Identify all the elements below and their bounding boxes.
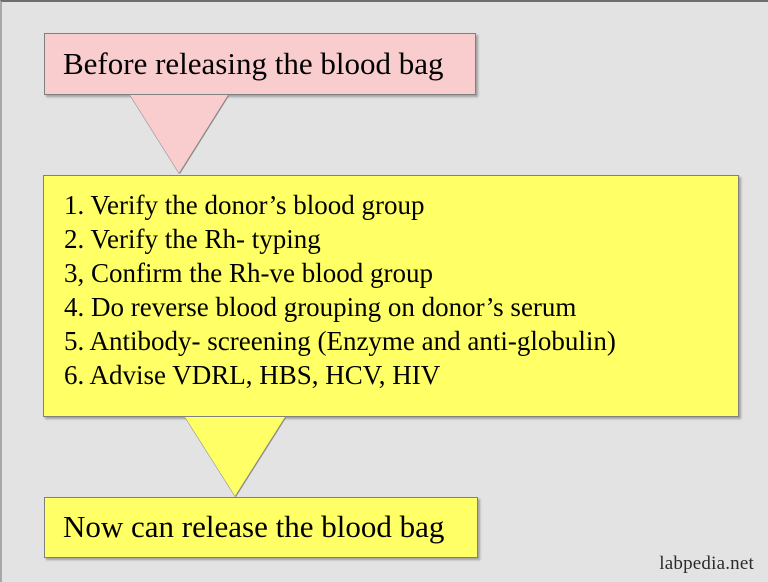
step-item-1: 1. Verify the donor’s blood group <box>64 190 425 220</box>
end-box-label: Now can release the blood bag <box>63 509 445 545</box>
step-item-4: 4. Do reverse blood grouping on donor’s … <box>64 292 577 322</box>
step-item-3: 3, Confirm the Rh-ve blood group <box>64 258 433 288</box>
steps-box: 1. Verify the donor’s blood group 2. Ver… <box>43 175 739 417</box>
end-box: Now can release the blood bag <box>44 497 478 558</box>
step-item-6: 6. Advise VDRL, HBS, HCV, HIV <box>64 360 441 390</box>
watermark: labpedia.net <box>659 553 754 574</box>
start-box: Before releasing the blood bag <box>44 33 476 95</box>
arrow-down-steps-to-end-icon <box>185 417 285 496</box>
arrow-down-start-to-steps-icon <box>130 95 228 173</box>
step-item-2: 2. Verify the Rh- typing <box>64 224 321 254</box>
start-box-label: Before releasing the blood bag <box>63 45 444 81</box>
step-item-5: 5. Antibody- screening (Enzyme and anti-… <box>64 326 616 356</box>
